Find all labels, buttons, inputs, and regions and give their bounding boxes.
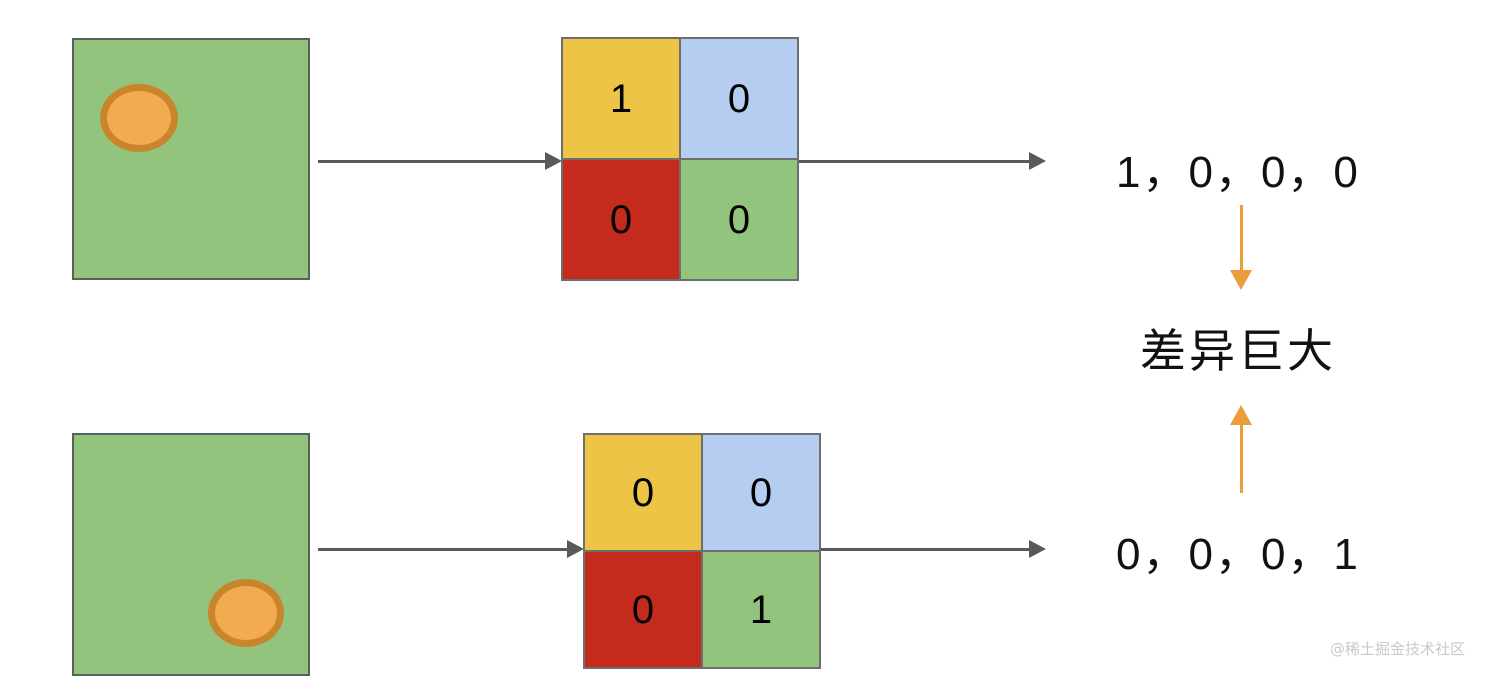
input-image-bottom bbox=[72, 433, 310, 676]
arrow-shaft bbox=[318, 159, 546, 163]
watermark: @稀土掘金技术社区 bbox=[1330, 640, 1466, 658]
grid-cell-top-right: 0 bbox=[681, 39, 797, 158]
input-image-top bbox=[72, 38, 310, 280]
feature-grid-bottom: 0 0 0 1 bbox=[583, 433, 821, 669]
arrow-grid-to-vector-top bbox=[799, 152, 1046, 170]
arrow-image-to-grid-bottom bbox=[318, 540, 584, 558]
arrow-head-right-icon bbox=[1029, 152, 1046, 170]
arrow-shaft bbox=[799, 159, 1030, 163]
arrow-shaft bbox=[1239, 205, 1243, 271]
orange-circle-bottom-right bbox=[208, 579, 284, 647]
arrow-head-right-icon bbox=[567, 540, 584, 558]
arrow-grid-to-vector-bottom bbox=[821, 540, 1046, 558]
arrow-shaft bbox=[1239, 424, 1243, 493]
arrow-head-down-icon bbox=[1230, 270, 1252, 290]
orange-up-arrow bbox=[1230, 405, 1252, 493]
arrow-shaft bbox=[821, 547, 1030, 551]
comparison-label: 差异巨大 bbox=[1140, 324, 1336, 378]
feature-grid-top: 1 0 0 0 bbox=[561, 37, 799, 281]
grid-cell-top-right: 0 bbox=[703, 435, 819, 550]
arrow-image-to-grid-top bbox=[318, 152, 562, 170]
vector-text-bottom: 0，0，0，1 bbox=[1116, 530, 1360, 579]
grid-cell-bottom-left: 0 bbox=[585, 552, 701, 667]
grid-cell-bottom-left: 0 bbox=[563, 160, 679, 279]
grid-cell-top-left: 1 bbox=[563, 39, 679, 158]
arrow-head-right-icon bbox=[545, 152, 562, 170]
orange-circle-top-left bbox=[100, 84, 178, 152]
orange-down-arrow bbox=[1230, 205, 1252, 290]
grid-cell-bottom-right: 1 bbox=[703, 552, 819, 667]
arrow-shaft bbox=[318, 547, 568, 551]
vector-text-top: 1，0，0，0 bbox=[1116, 148, 1360, 197]
grid-cell-top-left: 0 bbox=[585, 435, 701, 550]
arrow-head-right-icon bbox=[1029, 540, 1046, 558]
arrow-head-up-icon bbox=[1230, 405, 1252, 425]
grid-cell-bottom-right: 0 bbox=[681, 160, 797, 279]
